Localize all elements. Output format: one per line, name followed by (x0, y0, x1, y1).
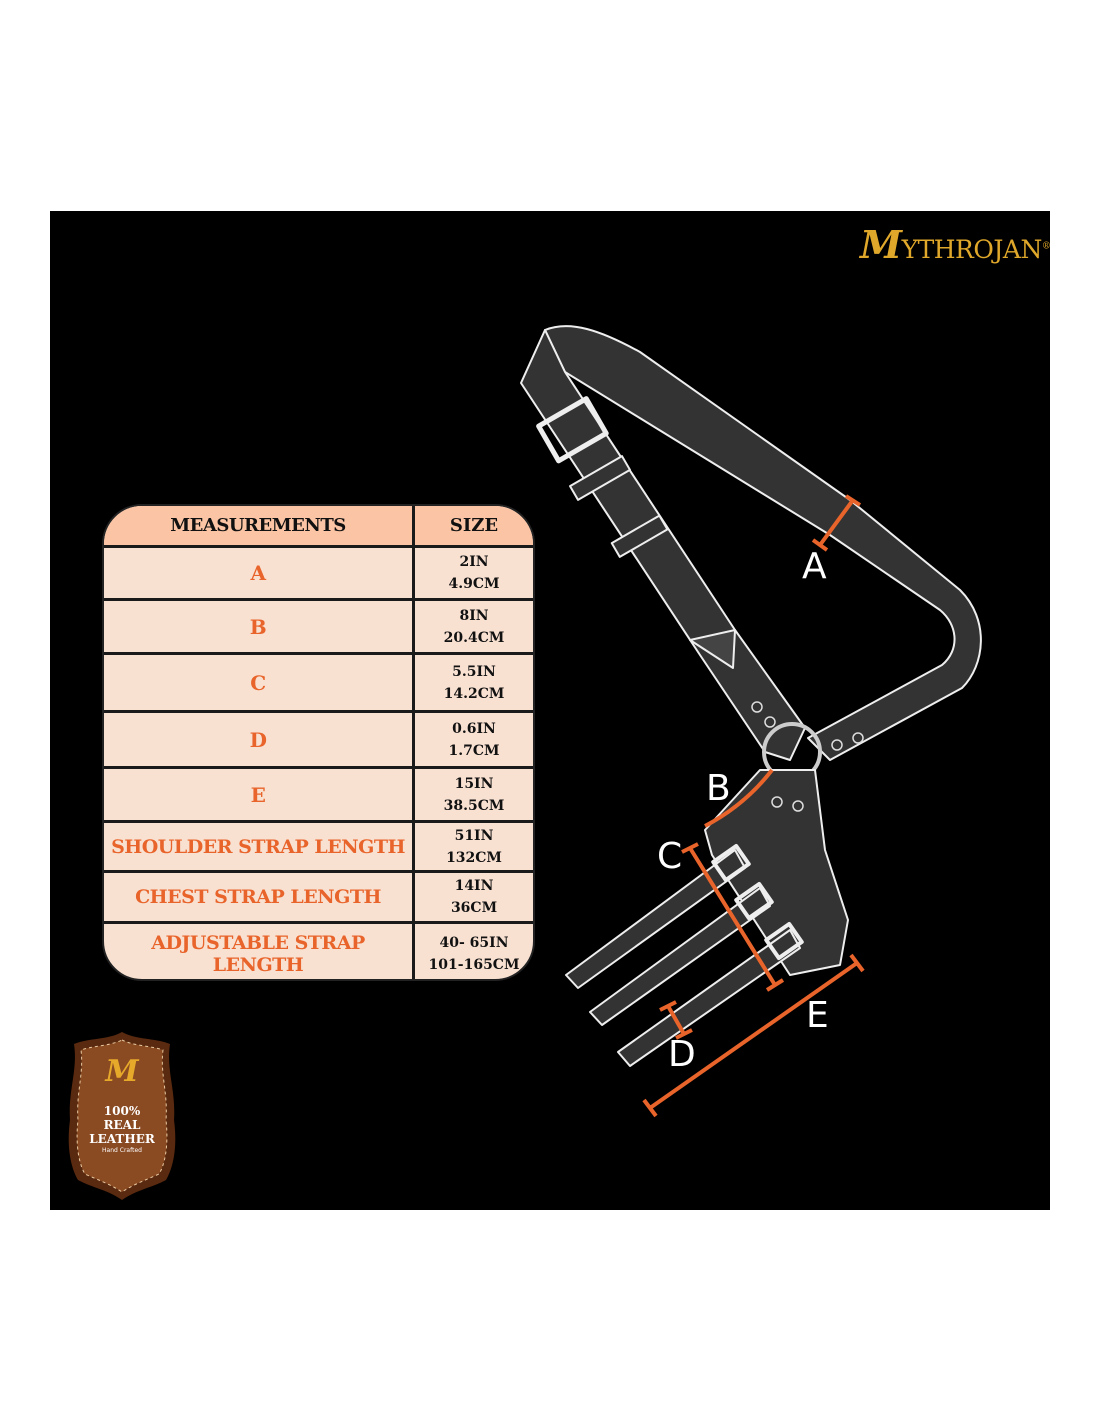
rivets (751, 701, 864, 812)
adjustable-strap-3 (617, 929, 801, 1067)
real-leather-badge: M 100% REAL LEATHER Hand Crafted (66, 1030, 178, 1202)
label-e: E (806, 995, 829, 1036)
measurement-size: 2IN 4.9CM (415, 548, 533, 598)
table-row: D 0.6IN 1.7CM (104, 713, 533, 769)
size-inches: 2IN (459, 554, 489, 570)
measurement-size: 14IN 36CM (415, 873, 533, 921)
table-row: ADJUSTABLE STRAP LENGTH 40- 65IN 101-165CM (104, 924, 533, 979)
label-c: C (657, 836, 683, 877)
table-row: A 2IN 4.9CM (104, 548, 533, 601)
adjustable-strap-2 (589, 887, 771, 1026)
measurement-name: E (104, 769, 415, 820)
table-header-row: MEASUREMENTS SIZE (104, 506, 533, 548)
size-cm: 132CM (446, 849, 502, 866)
measurement-name: B (104, 601, 415, 652)
header-measurements: MEASUREMENTS (104, 506, 415, 545)
label-b: B (706, 768, 731, 809)
keeper-1 (569, 455, 631, 501)
size-cm: 14.2CM (443, 685, 505, 702)
table-row: E 15IN 38.5CM (104, 769, 533, 823)
size-cm: 20.4CM (443, 629, 505, 646)
measurement-name: D (104, 713, 415, 766)
measurement-name: ADJUSTABLE STRAP LENGTH (104, 924, 415, 979)
measurement-name: CHEST STRAP LENGTH (104, 873, 415, 921)
size-inches: 15IN (454, 775, 494, 792)
brand-logo: MYTHROJAN® (860, 222, 1051, 267)
brand-logo-text: YTHROJAN (901, 235, 1043, 264)
buckle-2 (734, 881, 774, 921)
badge-line3: LEATHER (89, 1132, 155, 1146)
buckle-top (536, 396, 609, 464)
measure-b (704, 768, 774, 828)
measurement-name: SHOULDER STRAP LENGTH (104, 823, 415, 870)
measure-c (681, 842, 785, 992)
measurement-name: A (104, 548, 415, 598)
header-size: SIZE (449, 514, 499, 536)
shoulder-strap-right (544, 325, 982, 761)
registered-mark: ® (1041, 241, 1051, 252)
measure-a (811, 494, 862, 552)
size-cm: 36CM (450, 900, 498, 916)
size-cm: 1.7CM (448, 742, 500, 759)
measure-d (659, 1000, 693, 1040)
size-inches: 14IN (454, 878, 494, 894)
measure-lines (642, 494, 865, 1118)
measurement-name: C (104, 655, 415, 710)
buckle-1 (711, 843, 751, 883)
size-cm: 38.5CM (443, 797, 505, 814)
table-row: CHEST STRAP LENGTH 14IN 36CM (104, 873, 533, 924)
size-inches: 0.6IN (452, 720, 496, 737)
badge-line4: Hand Crafted (102, 1147, 142, 1154)
strap-tip (689, 629, 736, 669)
size-cm: 4.9CM (448, 576, 500, 592)
measurement-size: 5.5IN 14.2CM (415, 655, 533, 710)
table-row: SHOULDER STRAP LENGTH 51IN 132CM (104, 823, 533, 873)
keeper-2 (610, 514, 669, 558)
chest-plate (704, 769, 849, 976)
size-cm: 101-165CM (428, 956, 520, 973)
label-d: D (668, 1034, 696, 1075)
label-a: A (802, 546, 827, 587)
table-row: C 5.5IN 14.2CM (104, 655, 533, 713)
size-inches: 8IN (459, 607, 489, 624)
size-inches: 40- 65IN (439, 934, 509, 951)
size-inches: 51IN (454, 827, 494, 844)
measurement-size: 8IN 20.4CM (415, 601, 533, 652)
size-inches: 5.5IN (452, 663, 496, 680)
measurement-size: 51IN 132CM (415, 823, 533, 870)
badge-line1: 100% (103, 1104, 141, 1118)
table-row: B 8IN 20.4CM (104, 601, 533, 655)
measurement-size: 15IN 38.5CM (415, 769, 533, 820)
measurement-size: 40- 65IN 101-165CM (415, 924, 533, 979)
buckle-3 (764, 921, 804, 961)
measure-e (642, 953, 865, 1118)
measurement-size: 0.6IN 1.7CM (415, 713, 533, 766)
badge-monogram: M (105, 1054, 139, 1089)
badge-line2: REAL (103, 1118, 141, 1132)
